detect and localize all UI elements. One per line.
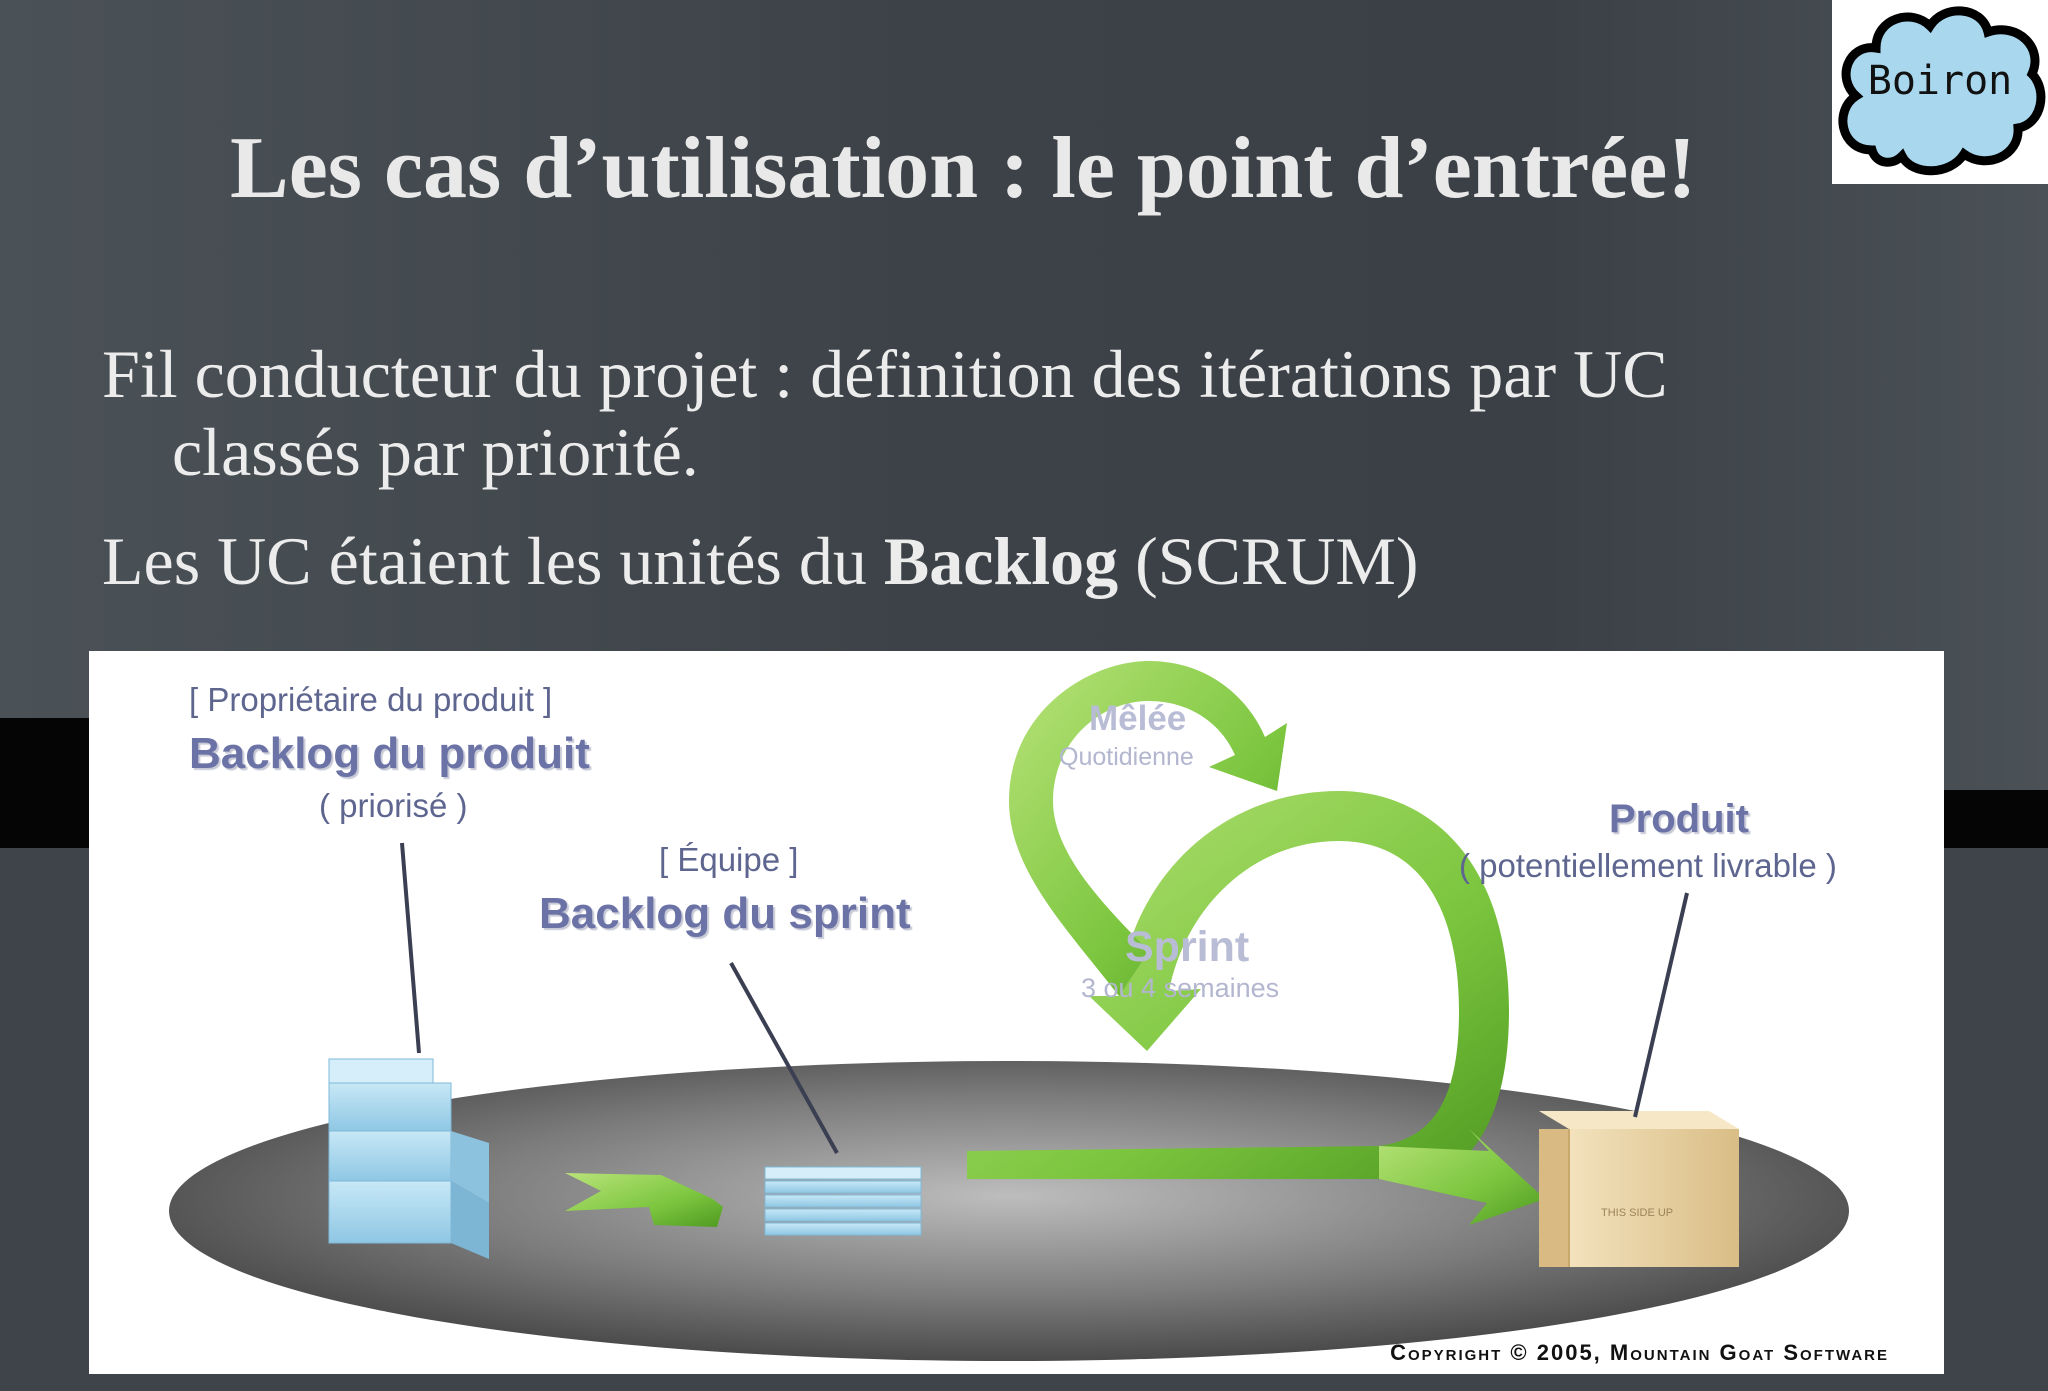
- leader-sprint-backlog: [729, 962, 839, 1154]
- daily-scrum-sub-label: Quotidienne: [1059, 743, 1194, 771]
- product-backlog-label: Backlog du produit: [189, 729, 590, 778]
- bullet-iterations-line1: Fil conducteur du projet : définition de…: [102, 336, 1668, 412]
- flow-arrow-small: [565, 1173, 723, 1227]
- scrum-illustration: [169, 661, 1849, 1361]
- owner-tag: [ Propriétaire du produit ]: [189, 681, 553, 718]
- bullet-backlog: Les UC étaient les unités du Backlog (SC…: [102, 522, 1802, 600]
- box-mark: THIS SIDE UP: [1601, 1207, 1674, 1219]
- bullet-iterations-line2: classés par priorité.: [172, 414, 699, 490]
- leader-product: [1633, 892, 1689, 1118]
- boiron-logo: Boiron: [1832, 0, 2048, 184]
- sprint-exit-arrow: [1379, 1129, 1545, 1225]
- sprint-label: Sprint: [1125, 923, 1250, 971]
- cloud-icon: [1838, 6, 2046, 176]
- product-backlog-blocks: [328, 1058, 489, 1259]
- sprint-duration-label: 3 ou 4 semaines: [1081, 973, 1280, 1003]
- prioritized-label: ( priorisé ): [319, 787, 468, 824]
- sprint-loop: [967, 791, 1509, 1179]
- daily-scrum-loop: [1009, 661, 1287, 996]
- bullet-iterations: Fil conducteur du projet : définition de…: [102, 335, 1862, 491]
- leader-product-backlog: [400, 842, 421, 1054]
- bullet-backlog-pre: Les UC étaient les unités du: [102, 523, 884, 599]
- logo-text: Boiron: [1867, 58, 2013, 104]
- sprint-backlog-label: Backlog du sprint: [539, 889, 911, 938]
- shippable-label: ( potentiellement livrable ): [1459, 847, 1837, 884]
- product-label: Produit: [1609, 797, 1749, 841]
- team-tag: [ Équipe ]: [659, 841, 799, 878]
- scrum-diagram: [ Propriétaire du produit ] Backlog du p…: [89, 651, 1944, 1374]
- sprint-backlog-sheets: [764, 1166, 922, 1236]
- bullet-backlog-bold: Backlog: [883, 523, 1119, 599]
- bullet-backlog-post: (SCRUM): [1118, 523, 1419, 599]
- left-dark-band: [0, 718, 90, 848]
- daily-scrum-label: Mêlée: [1089, 699, 1187, 738]
- copyright: Copyright © 2005, Mountain Goat Software: [1390, 1340, 1889, 1365]
- product-box: [1539, 1111, 1739, 1267]
- slide-title: Les cas d’utilisation : le point d’entré…: [230, 120, 1697, 217]
- right-dark-band: [1938, 790, 2048, 848]
